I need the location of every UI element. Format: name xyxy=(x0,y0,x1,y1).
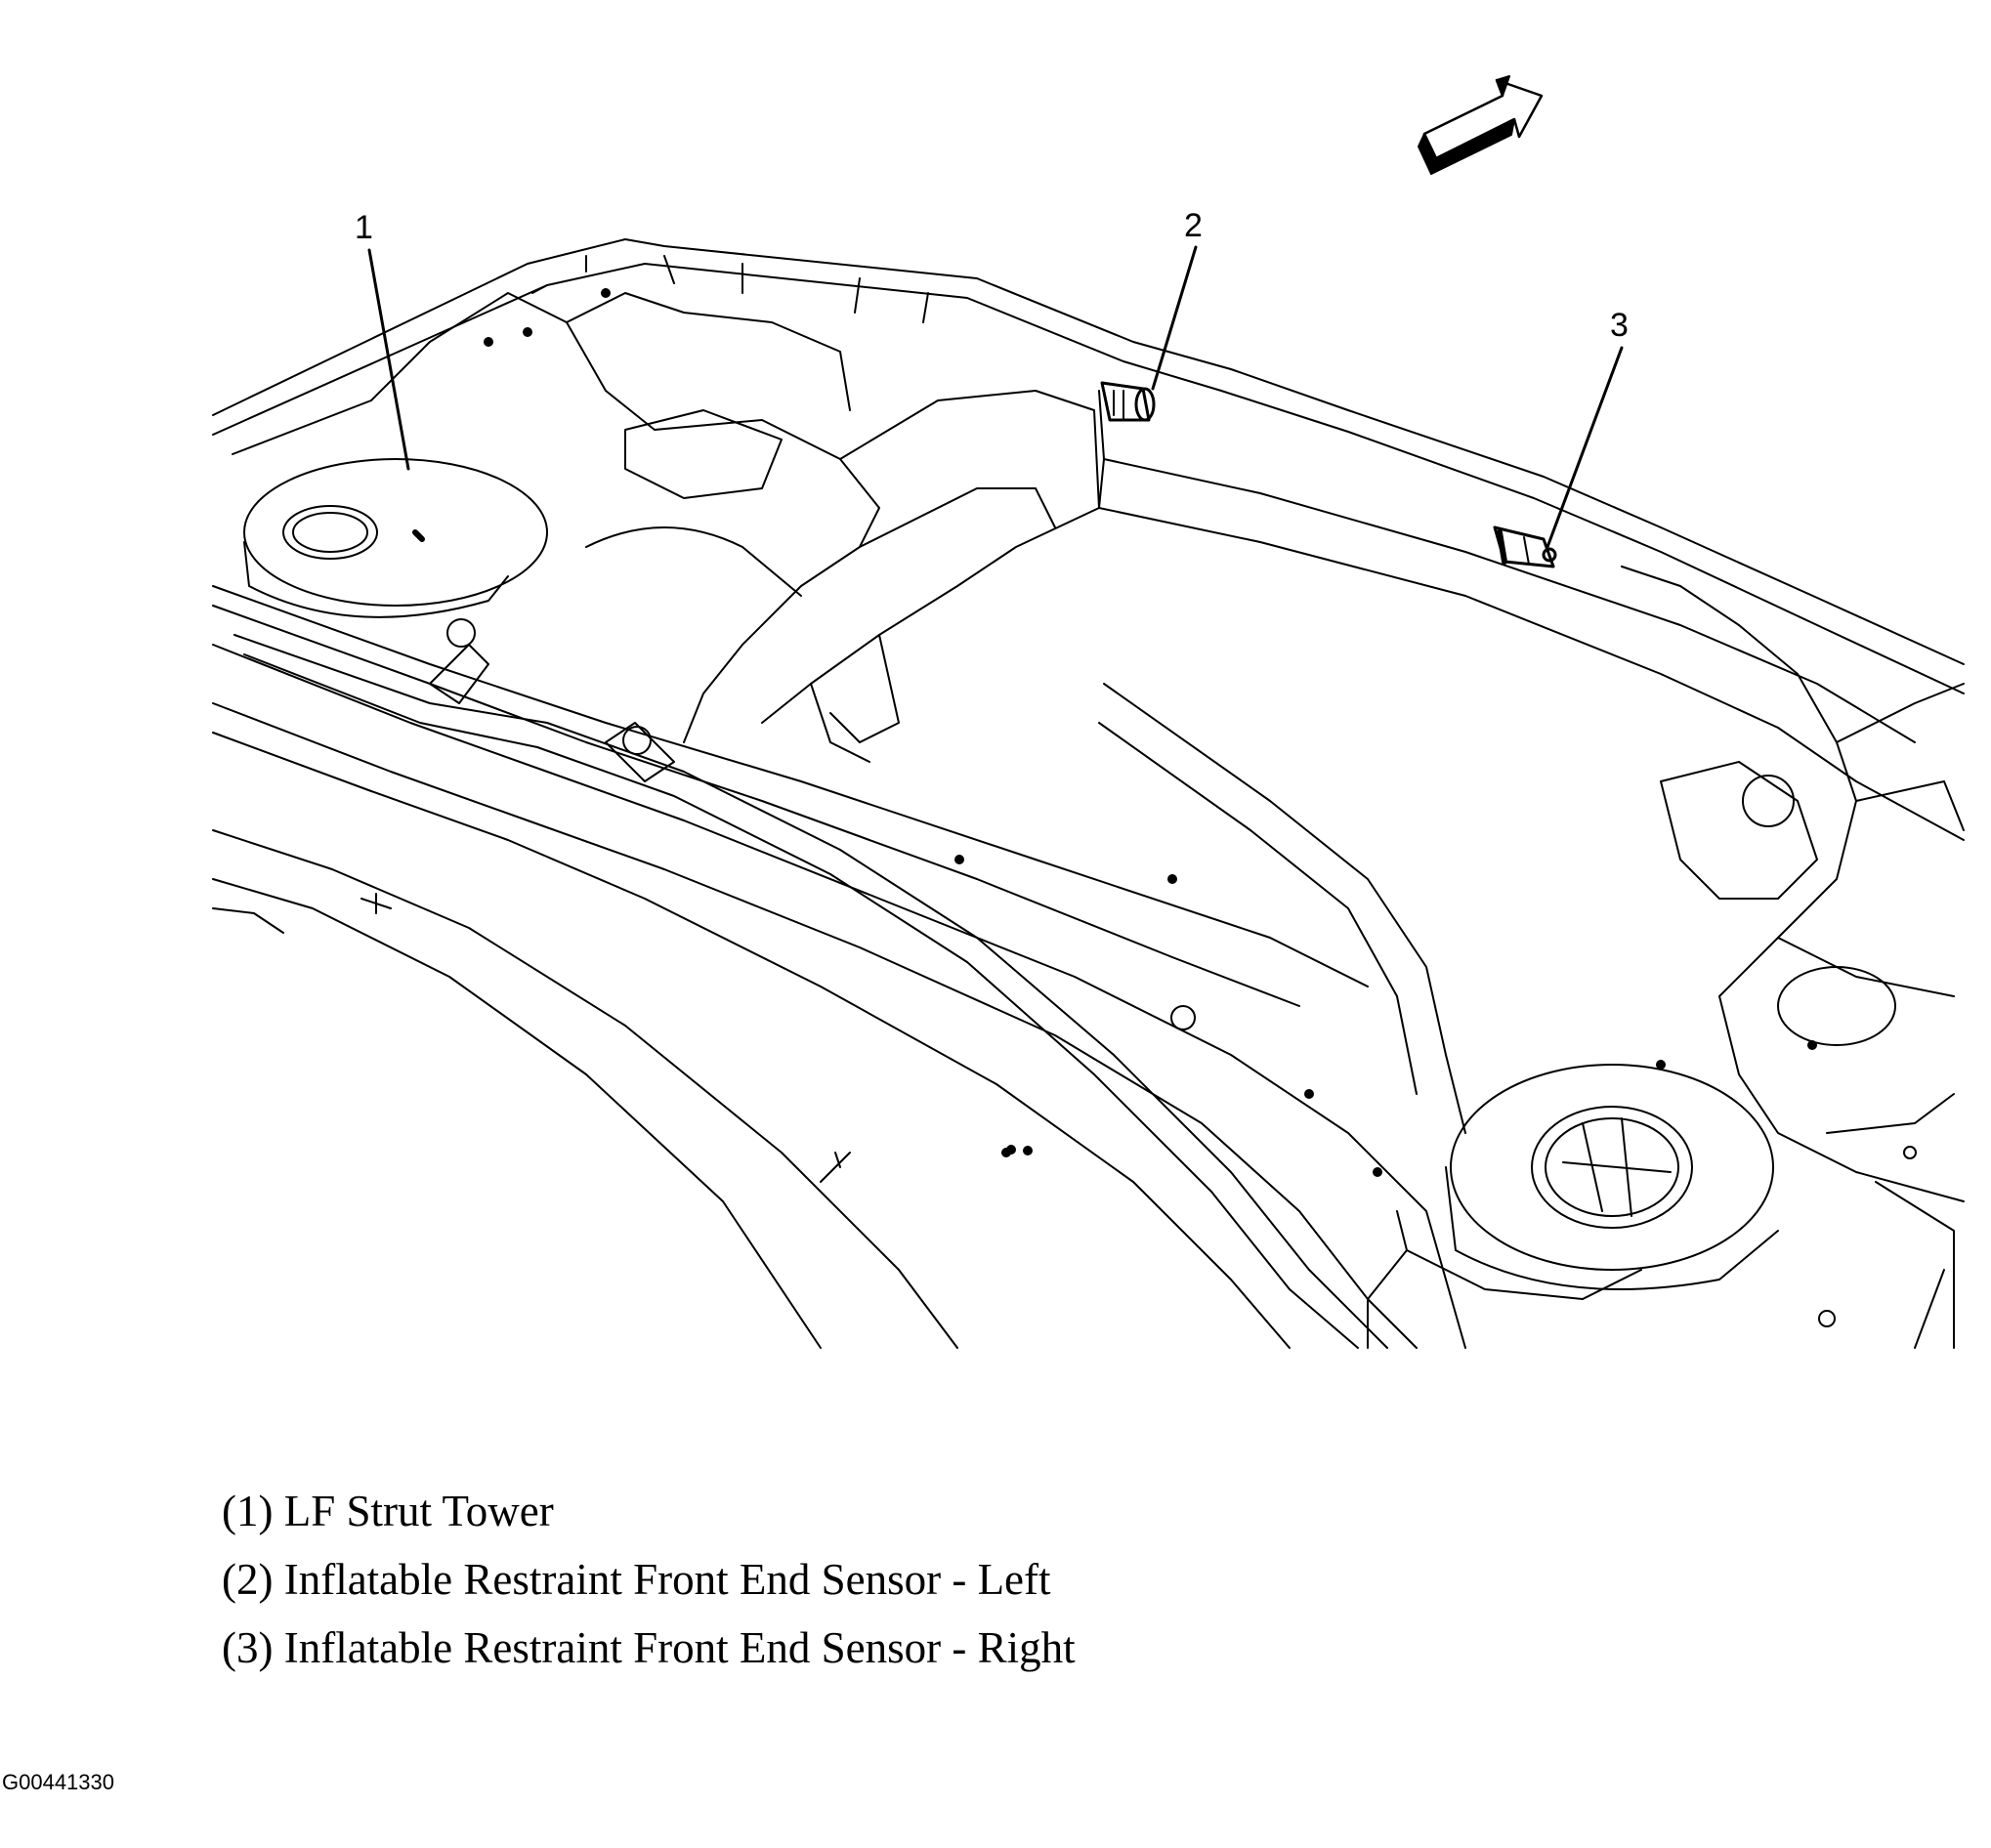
callout-number: 2 xyxy=(1184,207,1203,244)
callout-number: 1 xyxy=(355,209,373,246)
figure-id: G00441330 xyxy=(2,1770,114,1794)
forward-arrow-icon xyxy=(1418,75,1544,175)
leader-line-1 xyxy=(367,248,410,471)
callout-number: 3 xyxy=(1610,307,1629,344)
legend-item: (3) Inflatable Restraint Front End Senso… xyxy=(222,1623,1076,1672)
legend-item: (1) LF Strut Tower xyxy=(222,1487,554,1535)
leader-lines xyxy=(367,245,1624,549)
legend-item: (2) Inflatable Restraint Front End Senso… xyxy=(222,1555,1051,1604)
sensor-right-icon xyxy=(1493,525,1557,568)
leader-line-2 xyxy=(1151,245,1198,391)
component-legend: (1) LF Strut Tower (2) Inflatable Restra… xyxy=(222,1487,1076,1692)
leader-line-3 xyxy=(1546,346,1624,549)
sensor-left-icon xyxy=(1100,381,1156,422)
vehicle-structure-linework xyxy=(212,238,1965,1349)
